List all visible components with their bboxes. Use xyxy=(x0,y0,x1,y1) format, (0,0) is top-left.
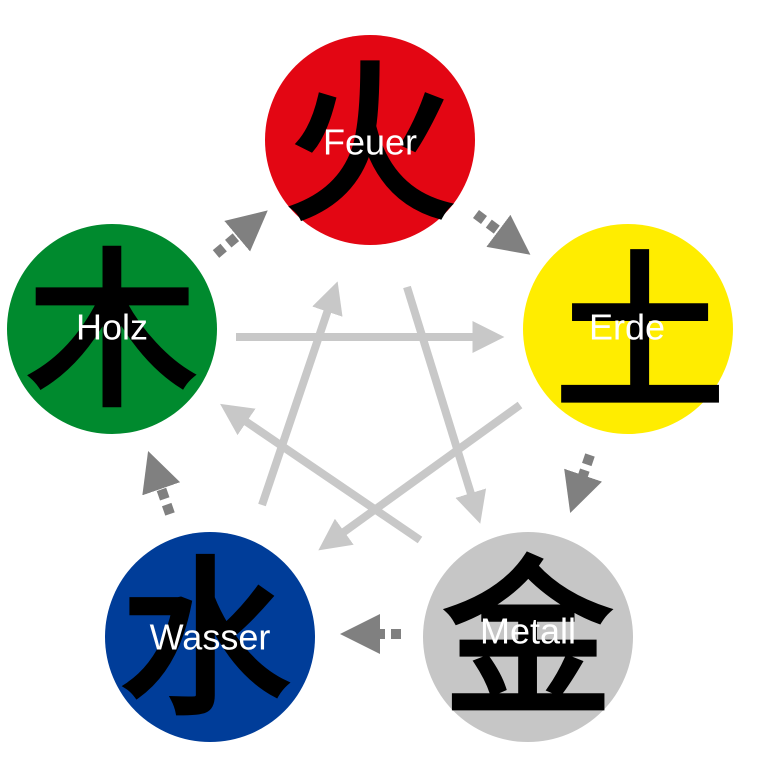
water-circle xyxy=(105,532,315,742)
earth-label: Erde xyxy=(589,307,665,348)
controlling-arrow-fire-metal xyxy=(403,285,487,524)
metal-label: Metall xyxy=(480,611,576,652)
controlling-arrow-earth-water xyxy=(318,401,523,551)
earth-character: 土 xyxy=(555,235,725,435)
generating-arrow-wood-fire xyxy=(212,210,268,258)
water-label: Wasser xyxy=(150,617,271,658)
element-water: 水 Wasser xyxy=(105,532,315,742)
controlling-arrow-water-fire xyxy=(258,281,343,507)
metal-circle xyxy=(423,532,633,742)
wood-character: 木 xyxy=(27,232,197,432)
wood-label: Holz xyxy=(76,307,148,348)
controlling-arrows xyxy=(220,281,523,551)
element-metal: 金 Metall xyxy=(423,532,633,742)
element-earth: 土 Erde xyxy=(523,224,733,435)
controlling-arrow-metal-wood xyxy=(220,403,423,544)
fire-character: 火 xyxy=(285,45,455,245)
generating-arrow-fire-earth xyxy=(473,210,531,255)
metal-character: 金 xyxy=(442,540,614,740)
generating-arrow-water-wood xyxy=(142,450,181,516)
water-character: 水 xyxy=(120,540,291,740)
element-fire: 火 Feuer xyxy=(265,35,475,245)
earth-circle xyxy=(523,224,733,434)
fire-label: Feuer xyxy=(323,122,417,163)
wood-circle xyxy=(7,224,217,434)
generating-arrow-earth-metal xyxy=(564,453,603,514)
fire-circle xyxy=(265,35,475,245)
element-wood: 木 Holz xyxy=(7,224,217,434)
generating-arrows xyxy=(142,210,603,654)
